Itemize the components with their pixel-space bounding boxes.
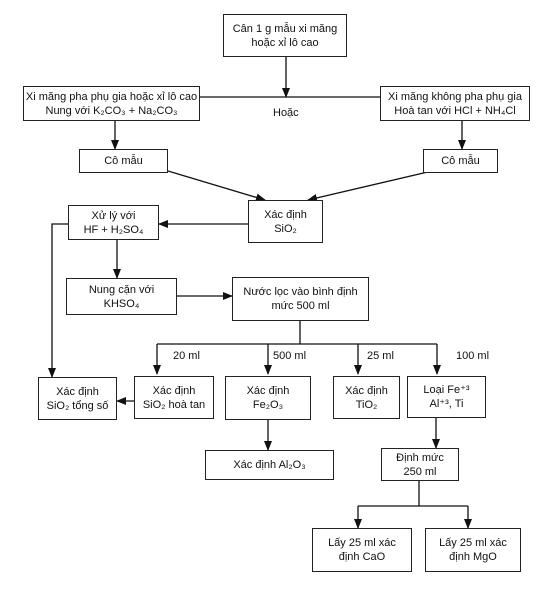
label-25ml: 25 ml bbox=[367, 350, 394, 362]
node-determine-sio2-line-2: SiO₂ bbox=[274, 222, 297, 235]
node-total-sio2-line-2: SiO₂ tổng số bbox=[46, 399, 109, 412]
node-fuse-khso4: Nung cặn với KHSO₄ bbox=[66, 278, 177, 315]
node-soluble-sio2-line-2: SiO₂ hoà tan bbox=[142, 398, 206, 411]
node-fuse-khso4-line-1: Nung cặn với bbox=[88, 283, 155, 296]
node-soluble-sio2-line-1: Xác định bbox=[152, 384, 196, 397]
connector-hf-to-total bbox=[48, 223, 68, 378]
label-500ml: 500 ml bbox=[273, 350, 307, 362]
node-remove-fe-line-1: Loại Fe⁺³ bbox=[423, 384, 470, 396]
node-cao-line-2: định CaO bbox=[338, 551, 386, 563]
node-fuse-khso4-line-2: KHSO₄ bbox=[103, 297, 140, 310]
node-evaporate-right-line-1: Cô mẫu bbox=[441, 155, 480, 167]
node-without-additive: Xi măng không pha phụ gia Hoà tan với HC… bbox=[380, 86, 530, 121]
node-al2o3-line-1: Xác định Al₂O₃ bbox=[233, 459, 306, 471]
node-dilute-250-line-2: 250 ml bbox=[403, 465, 437, 478]
node-with-additive: Xi măng pha phụ gia hoặc xỉ lô cao Nung … bbox=[23, 86, 200, 121]
node-filtrate-flask-line-2: mức 500 ml bbox=[271, 300, 330, 312]
node-determine-sio2-line-1: Xác định bbox=[264, 208, 307, 221]
node-evaporate-left-line-1: Cô mẫu bbox=[104, 155, 143, 167]
node-with-additive-line-1: Xi măng pha phụ gia hoặc xỉ lô cao bbox=[25, 90, 198, 103]
node-mgo-line-2: định MgO bbox=[449, 551, 497, 563]
node-start: Cân 1 g mẫu xi măng hoặc xỉ lô cao bbox=[223, 14, 347, 57]
node-treat-hf: Xử lý với HF + H₂SO₄ bbox=[68, 205, 159, 240]
node-start-line-2: hoặc xỉ lô cao bbox=[251, 36, 319, 49]
node-remove-fe-line-2: Al⁺³, Ti bbox=[429, 398, 464, 410]
node-tio2-line-1: Xác định bbox=[345, 384, 388, 397]
node-filtrate-flask: Nước lọc vào bình định mức 500 ml bbox=[232, 277, 369, 321]
connector-left-diagonal bbox=[167, 170, 266, 202]
node-start-line-1: Cân 1 g mẫu xi măng bbox=[232, 22, 338, 35]
node-total-sio2: Xác định SiO₂ tổng số bbox=[38, 377, 117, 420]
node-fe2o3: Xác định Fe₂O₃ bbox=[225, 376, 311, 420]
node-mgo-line-1: Lấy 25 ml xác bbox=[439, 537, 507, 549]
node-dilute-250: Định mức 250 ml bbox=[381, 448, 459, 481]
node-remove-fe: Loại Fe⁺³ Al⁺³, Ti bbox=[407, 376, 486, 418]
connector-right-diagonal bbox=[307, 170, 433, 202]
label-100ml: 100 ml bbox=[456, 350, 490, 362]
node-filtrate-flask-line-1: Nước lọc vào bình định bbox=[243, 286, 358, 298]
label-20ml: 20 ml bbox=[173, 350, 200, 362]
node-total-sio2-line-1: Xác định bbox=[56, 385, 99, 398]
node-al2o3: Xác định Al₂O₃ bbox=[205, 450, 334, 480]
node-treat-hf-line-1: Xử lý với bbox=[91, 209, 136, 222]
node-dilute-250-line-1: Định mức bbox=[396, 451, 444, 464]
node-treat-hf-line-2: HF + H₂SO₄ bbox=[83, 223, 144, 236]
node-with-additive-line-2: Nung với K₂CO₃ + Na₂CO₃ bbox=[45, 104, 178, 117]
node-without-additive-line-2: Hoà tan với HCl + NH₄Cl bbox=[394, 104, 516, 117]
node-soluble-sio2: Xác định SiO₂ hoà tan bbox=[134, 376, 214, 419]
node-tio2: Xác định TiO₂ bbox=[333, 376, 400, 419]
node-evaporate-left: Cô mẫu bbox=[79, 149, 168, 173]
node-cao: Lấy 25 ml xác định CaO bbox=[312, 528, 412, 572]
node-fe2o3-line-1: Xác định bbox=[246, 385, 290, 397]
node-tio2-line-2: TiO₂ bbox=[355, 398, 378, 411]
node-fe2o3-line-2: Fe₂O₃ bbox=[252, 399, 284, 411]
node-mgo: Lấy 25 ml xác định MgO bbox=[425, 528, 521, 572]
label-or: Hoặc bbox=[273, 107, 299, 119]
node-evaporate-right: Cô mẫu bbox=[423, 149, 498, 173]
node-cao-line-1: Lấy 25 ml xác bbox=[328, 537, 396, 549]
node-without-additive-line-1: Xi măng không pha phụ gia bbox=[388, 90, 522, 103]
node-determine-sio2: Xác định SiO₂ bbox=[248, 200, 323, 243]
